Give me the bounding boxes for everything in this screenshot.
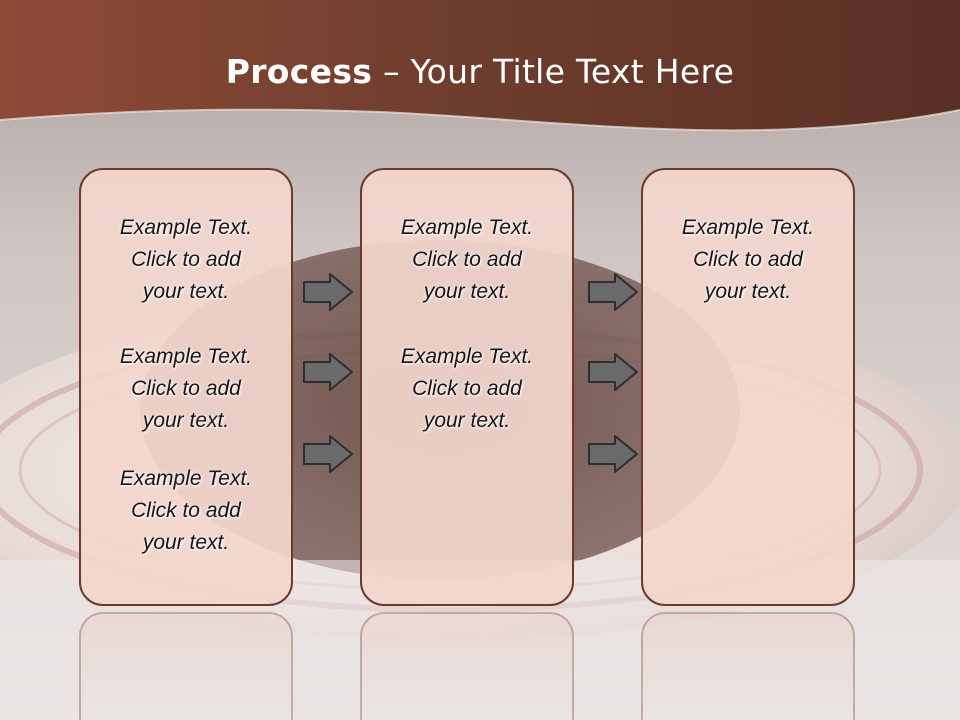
text-line: Example Text. [681,216,815,239]
text-block[interactable]: Example Text. Click to add your text. [643,212,853,308]
arrow-right-icon[interactable] [587,434,639,474]
text-line: your text. [142,409,230,432]
text-block[interactable]: Example Text. Click to add your text. [362,212,572,308]
text-block[interactable]: Example Text. Click to add your text. [81,463,291,559]
process-box-2[interactable]: Example Text. Click to add your text. Ex… [360,168,574,606]
text-line: Click to add [412,248,522,271]
arrow-right-icon[interactable] [302,434,354,474]
text-line: Click to add [131,499,241,522]
process-box-2-reflection [360,612,574,720]
slide-title[interactable]: Process – Your Title Text Here [0,52,960,91]
text-line: Example Text. [119,467,253,490]
text-line: Example Text. [400,345,534,368]
text-line: Click to add [412,377,522,400]
text-line: Click to add [131,248,241,271]
text-line: Example Text. [119,216,253,239]
slide-title-strong: Process [225,52,373,91]
arrow-right-icon[interactable] [302,272,354,312]
text-line: your text. [142,280,230,303]
text-line: Example Text. [119,345,253,368]
process-box-1-reflection [79,612,293,720]
arrow-right-icon[interactable] [302,352,354,392]
text-line: your text. [423,409,511,432]
text-line: Click to add [131,377,241,400]
text-block[interactable]: Example Text. Click to add your text. [81,341,291,437]
slide-title-rest: – Your Title Text Here [372,52,735,91]
arrow-right-icon[interactable] [587,272,639,312]
process-box-3-reflection [641,612,855,720]
text-block[interactable]: Example Text. Click to add your text. [362,341,572,437]
text-line: Example Text. [400,216,534,239]
text-line: your text. [423,280,511,303]
text-line: Click to add [693,248,803,271]
text-line: your text. [142,531,230,554]
text-line: your text. [704,280,792,303]
process-box-1[interactable]: Example Text. Click to add your text. Ex… [79,168,293,606]
text-block[interactable]: Example Text. Click to add your text. [81,212,291,308]
arrow-right-icon[interactable] [587,352,639,392]
process-box-3[interactable]: Example Text. Click to add your text. [641,168,855,606]
